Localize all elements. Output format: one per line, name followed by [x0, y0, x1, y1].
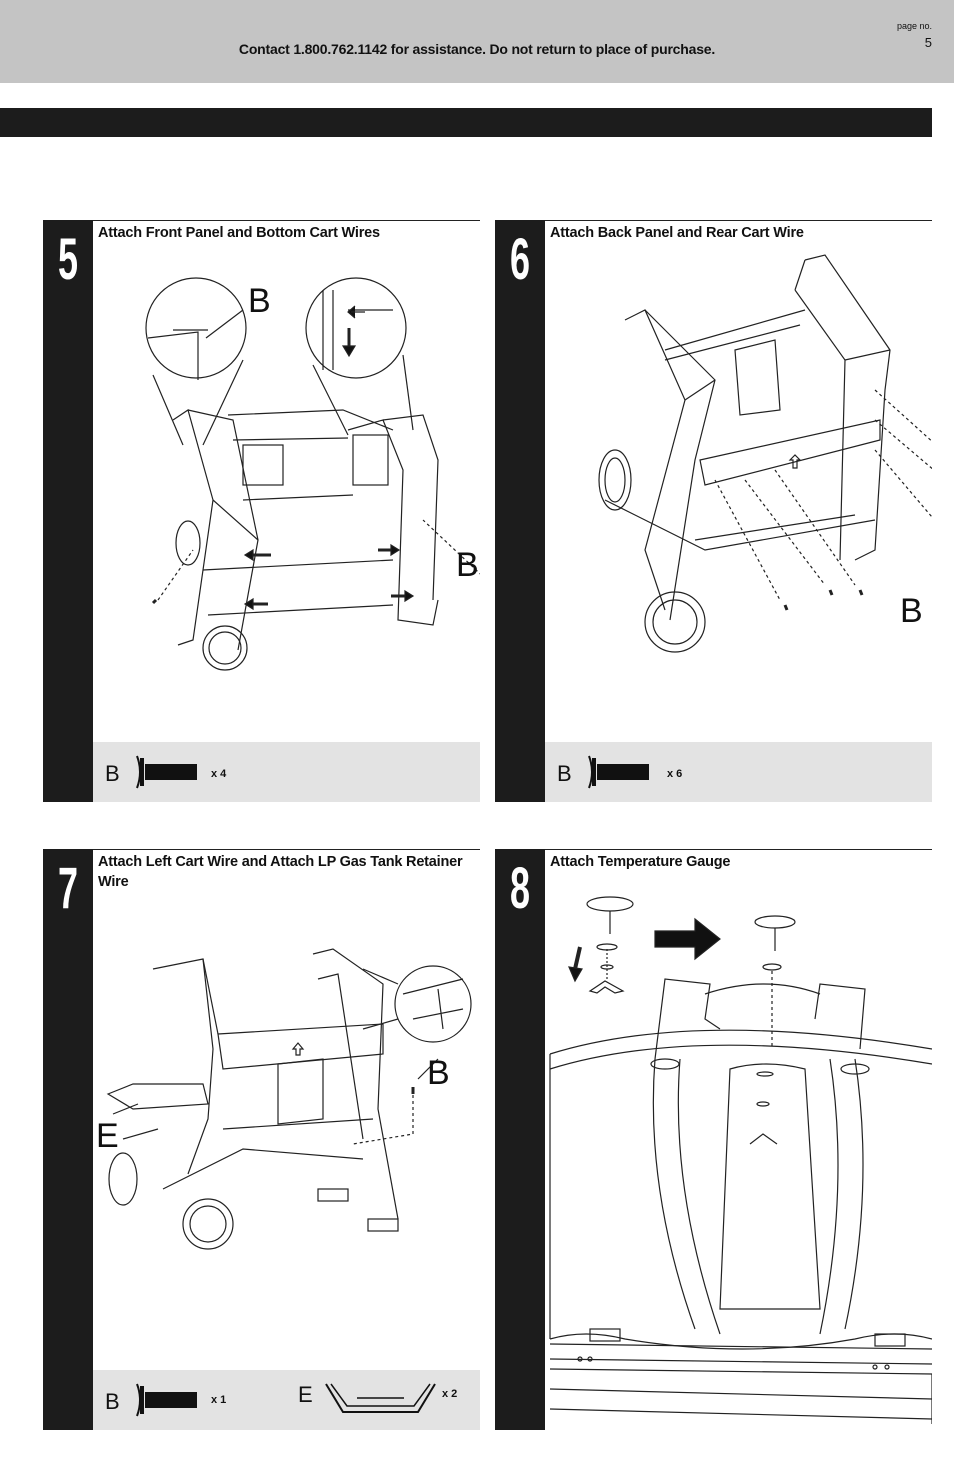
section-bar [0, 108, 932, 137]
step-8-illustration [545, 889, 932, 1424]
callout-e: E [96, 1117, 119, 1155]
step-title: Attach Back Panel and Rear Cart Wire [550, 225, 804, 241]
step-number: 8 [509, 856, 530, 921]
page-number: 5 [924, 35, 932, 50]
step-8-panel: 8 Attach Temperature Gauge [495, 849, 932, 1430]
step-number: 5 [57, 227, 78, 292]
part-count: x 4 [211, 768, 227, 780]
parts-panel: B x 1 E x 2 [93, 1370, 480, 1430]
step-title: Attach Left Cart Wire and Attach LP Gas … [98, 854, 463, 890]
step-number: 7 [57, 856, 78, 921]
step-number-column: 8 [495, 849, 545, 1430]
panel-rule [495, 220, 932, 221]
parts-panel: B x 6 [545, 742, 932, 802]
panel-rule [43, 220, 480, 221]
step-title: Attach Temperature Gauge [550, 854, 731, 870]
panel-rule [495, 849, 932, 850]
screw-icon [136, 755, 197, 789]
step-number-column: 7 [43, 849, 93, 1430]
retainer-wire-icon [325, 1383, 436, 1413]
step-number: 6 [509, 227, 530, 292]
header-bar: Contact 1.800.762.1142 for assistance. D… [0, 0, 954, 83]
part-letter: B [557, 761, 572, 786]
callout-b: B [248, 282, 271, 320]
step-6-illustration [545, 250, 932, 740]
step-title: Attach Front Panel and Bottom Cart Wires [98, 225, 380, 241]
panel-rule [43, 849, 480, 850]
part-letter: B [105, 1389, 120, 1414]
screw-icon [136, 1383, 197, 1417]
step-6-panel: 6 Attach Back Panel and Rear Cart Wire [495, 220, 932, 802]
part-count: x 1 [211, 1394, 227, 1406]
parts-panel: B x 4 [93, 742, 480, 802]
step-5-illustration [93, 270, 480, 740]
step-7-panel: 7 Attach Left Cart Wire and Attach LP Ga… [43, 849, 480, 1430]
page-number-label: page no. [896, 21, 932, 31]
part-letter: B [105, 761, 120, 786]
step-7-illustration [93, 939, 480, 1369]
step-number-column: 5 [43, 220, 93, 802]
step-number-column: 6 [495, 220, 545, 802]
contact-text: Contact 1.800.762.1142 for assistance. D… [238, 41, 716, 57]
part-count: x 2 [442, 1388, 458, 1400]
part-count: x 6 [667, 768, 683, 780]
step-5-panel: 5 Attach Front Panel and Bottom Cart Wir… [43, 220, 480, 802]
part-letter: E [298, 1382, 313, 1407]
callout-b: B [427, 1054, 450, 1092]
callout-b: B [456, 546, 479, 584]
callout-b: B [900, 592, 923, 630]
screw-icon [588, 755, 649, 789]
